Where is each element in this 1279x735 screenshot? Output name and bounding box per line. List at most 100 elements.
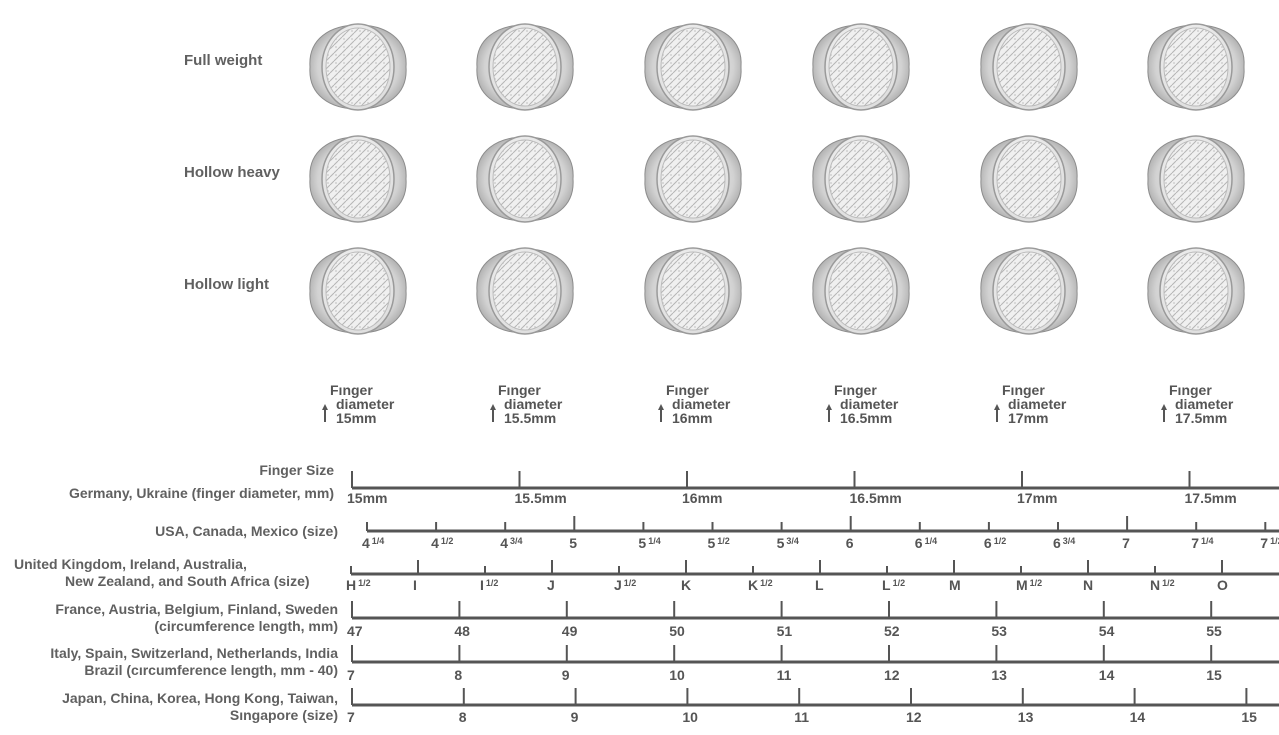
tick-value: 53 [991, 623, 1007, 639]
tick-value: 11 [777, 667, 792, 683]
tick-value: 16.5mm [850, 490, 902, 506]
tick-value: 7 [1122, 535, 1130, 551]
scale-tick-label: 5 [569, 535, 577, 551]
tick-value: 11 [794, 709, 809, 725]
tick-fraction: 1/2 [486, 578, 499, 588]
scale-tick-label: 48 [454, 623, 470, 639]
scale-tick-label: 7 [347, 709, 355, 725]
scale-tick-label: 15mm [347, 490, 387, 506]
tick-value: 7 [1260, 535, 1268, 551]
scale-tick-label: N [1083, 577, 1093, 593]
scale-tick-label: 16.5mm [850, 490, 902, 506]
finger-diameter-line: 16.5mm [840, 410, 893, 426]
tick-value: M [949, 577, 961, 593]
tick-value: 5 [569, 535, 577, 551]
tick-value: 6 [984, 535, 992, 551]
finger-diameter-line: diameter [1008, 396, 1067, 412]
tick-value: 8 [459, 709, 467, 725]
tick-value: 12 [906, 709, 922, 725]
tick-fraction: 1/2 [1162, 578, 1175, 588]
tick-fraction: 3/4 [510, 536, 523, 546]
arrow-up-icon [1161, 404, 1167, 422]
finger-diameter-line: diameter [672, 396, 731, 412]
tick-value: 5 [638, 535, 646, 551]
tick-value: 4 [362, 535, 370, 551]
tick-value: 7 [347, 709, 355, 725]
scale-tick-label: 15.5mm [515, 490, 567, 506]
scale-tick-label: 53 [991, 623, 1007, 639]
tick-value: 49 [562, 623, 578, 639]
signet-ring-image [812, 135, 910, 223]
scale-tick-label: M [949, 577, 961, 593]
tick-value: K [681, 577, 691, 593]
signet-ring-image [1147, 23, 1245, 111]
tick-value: 50 [669, 623, 685, 639]
signet-ring-image [309, 23, 407, 111]
tick-value: 5 [708, 535, 716, 551]
tick-value: N [1083, 577, 1093, 593]
tick-value: 6 [915, 535, 923, 551]
finger-diameter-line: diameter [336, 396, 395, 412]
tick-fraction: 3/4 [786, 536, 799, 546]
tick-value: 6 [846, 535, 854, 551]
scale-tick-label: 7 [347, 667, 355, 683]
signet-ring-image [476, 135, 574, 223]
row-label-hollow-heavy: Hollow heavy [184, 164, 280, 181]
signet-ring-image [644, 247, 742, 335]
scale-tick-label: 9 [571, 709, 579, 725]
scale-tick-label: J [547, 577, 555, 593]
tick-value: 15 [1206, 667, 1222, 683]
scale-tick-label: 55 [1206, 623, 1222, 639]
finger-diameter-line: 15.5mm [504, 410, 557, 426]
row-label-full-weight: Full weight [184, 52, 263, 69]
tick-value: 6 [1053, 535, 1061, 551]
tick-value: 5 [777, 535, 785, 551]
tick-value: 54 [1099, 623, 1115, 639]
scale-tick-label: 51 [777, 623, 793, 639]
tick-fraction: 3/4 [1063, 536, 1076, 546]
tick-value: 9 [562, 667, 570, 683]
tick-value: 4 [431, 535, 439, 551]
scale-tick-label: 6 [846, 535, 854, 551]
tick-fraction: 1/2 [893, 578, 906, 588]
finger-diameter-line: Fınger [1169, 382, 1212, 398]
tick-fraction: 1/4 [1201, 536, 1214, 546]
signet-ring-image [980, 135, 1078, 223]
scale-label-diameter: Finger Size Germany, Ukraine (finger dia… [68, 462, 334, 501]
scale-tick-label: 10 [682, 709, 698, 725]
scale-tick-label: I [413, 577, 417, 593]
scale-tick-label: 10 [669, 667, 685, 683]
tick-value: 13 [991, 667, 1007, 683]
scale-tick-label: 11 [794, 709, 809, 725]
signet-ring-image [644, 23, 742, 111]
tick-value: 47 [347, 623, 363, 639]
tick-value: O [1217, 577, 1228, 593]
scale-tick-label: 15 [1241, 709, 1257, 725]
tick-value: 48 [454, 623, 470, 639]
tick-fraction: 1/4 [372, 536, 385, 546]
signet-ring-image [812, 23, 910, 111]
finger-diameter-line: diameter [1175, 396, 1234, 412]
signet-ring-image [1147, 247, 1245, 335]
scale-label-france: France, Austria, Belgium, Finland, Swede… [55, 601, 338, 634]
tick-fraction: 1/2 [441, 536, 454, 546]
tick-value: H [346, 577, 356, 593]
tick-value: 17.5mm [1185, 490, 1237, 506]
tick-value: 15mm [347, 490, 387, 506]
scale-tick-label: 71/2 [1260, 535, 1279, 551]
signet-ring-image [812, 247, 910, 335]
tick-value: 17mm [1017, 490, 1057, 506]
scale-tick-label: K [681, 577, 691, 593]
